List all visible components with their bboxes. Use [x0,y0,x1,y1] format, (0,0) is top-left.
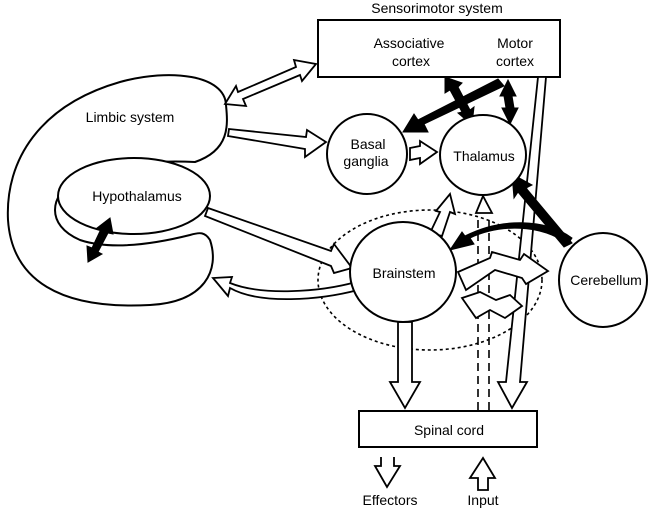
arrow-cerebellum-spinal-branch [460,291,524,320]
basal-ganglia-shape[interactable] [326,113,408,195]
hypothalamus-shape[interactable] [57,157,211,235]
arrow-input-spinal [468,456,497,491]
brainstem-label: Brainstem [372,265,435,281]
brainstem-region-outline [317,209,543,351]
limbic-system-label: Limbic system [86,109,175,125]
effectors-label: Effectors [363,492,418,508]
sensorimotor-system-title: Sensorimotor system [371,0,502,16]
arrow-limbic-basal-ganglia [226,128,328,159]
arrow-brainstem-thalamus [428,192,457,238]
arrow-sensorimotor-spinal-cord [496,76,547,410]
arrow-cerebellum-thalamus [511,173,573,248]
arrow-brainstem-cerebellum [456,250,550,292]
arrow-limbic-sensorimotor [223,58,318,108]
thalamus-shape[interactable] [439,114,527,196]
basal-ganglia-label-line2: ganglia [343,153,388,169]
arrow-input-thalamus-head [474,193,494,214]
spinal-cord-label: Spinal cord [414,422,484,438]
arrow-basal-ganglia-thalamus [409,139,439,166]
motor-cortex-label-line2: cortex [496,53,534,69]
motor-cortex-label-line1: Motor [497,35,533,51]
brainstem-shape[interactable] [349,221,457,323]
basal-ganglia-label-line1: Basal [350,136,385,152]
arrow-hypothalamus-brainstem [203,206,354,275]
sensorimotor-system-box[interactable] [317,19,561,78]
arrow-motor-cortex-basal-ganglia [402,78,505,133]
cerebellum-label: Cerebellum [570,272,642,288]
arrow-cerebellum-brainstem [448,222,573,251]
associative-cortex-label-line2: cortex [392,53,430,69]
associative-cortex-label-line1: Associative [374,35,445,51]
arrow-brainstem-spinal-cord [388,321,422,410]
spinal-cord-box[interactable] [358,410,538,448]
thalamus-label: Thalamus [453,148,514,164]
arrow-brainstem-limbic [211,276,360,301]
hypothalamus-label: Hypothalamus [92,188,182,204]
arrow-spinal-effectors [373,457,402,489]
arrow-hypothalamus-limbic [86,217,114,263]
input-label: Input [467,492,498,508]
cerebellum-shape[interactable] [558,232,648,328]
